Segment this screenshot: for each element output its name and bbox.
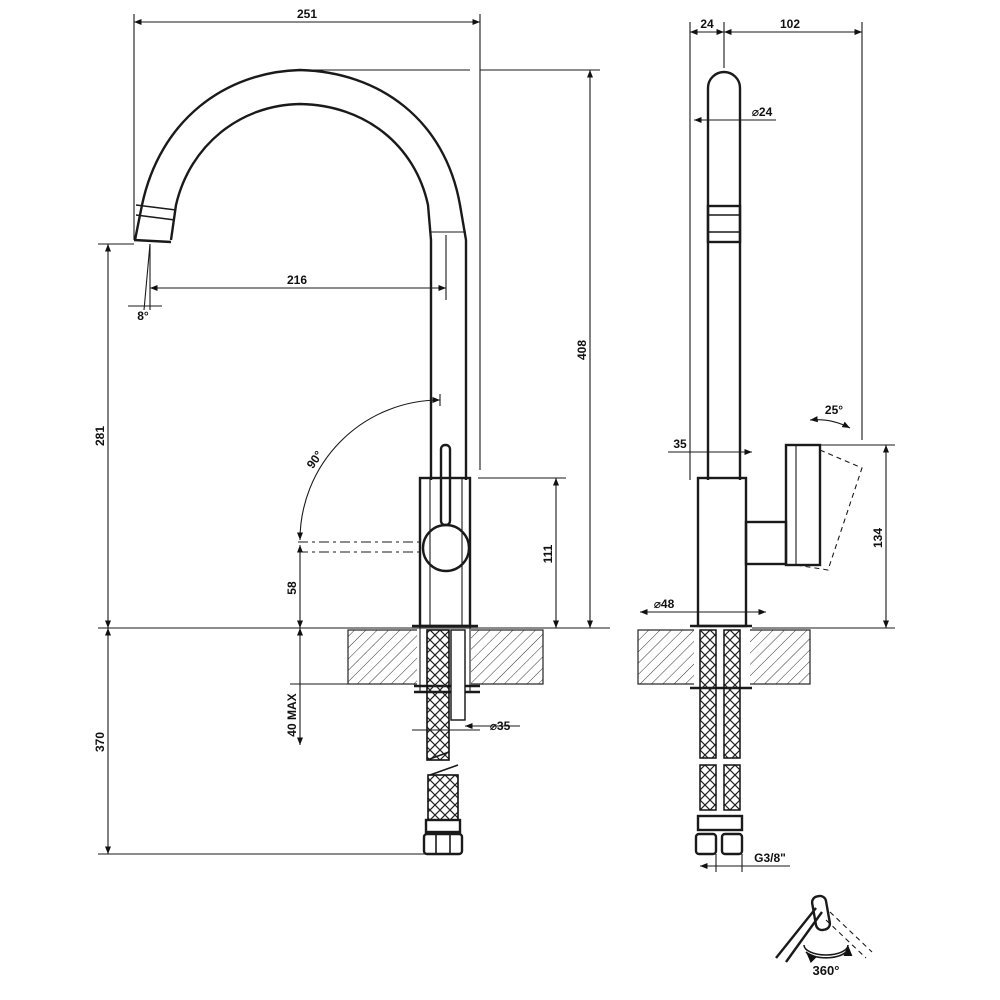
side-lever: [744, 520, 788, 566]
rotation-label: 360°: [813, 963, 840, 978]
dim-deck-thickness: 40 MAX: [285, 693, 299, 736]
side-body: [696, 476, 748, 628]
hose-left: [426, 629, 450, 761]
dim-tube-diameter: ⌀24: [752, 105, 773, 119]
dim-side-body-width: 35: [673, 437, 687, 451]
rotation-symbol: 360°: [775, 894, 873, 978]
dim-body-height: 111: [541, 544, 555, 563]
dim-overall-width: 251: [297, 7, 317, 21]
dim-side-lever-angle: 25°: [825, 403, 843, 417]
hose-right: [450, 629, 466, 721]
lever-knob: [421, 523, 471, 573]
dim-shank-diameter: ⌀35: [490, 719, 511, 733]
dim-connection: G3/8": [754, 851, 786, 865]
dim-lever-height: 58: [285, 581, 299, 595]
dim-under-deck-length: 370: [93, 732, 107, 752]
dim-overall-height: 408: [575, 340, 589, 360]
hose-nut: [424, 818, 462, 834]
front-view: 251 216 8° 90° 281 58 40 MAX 370 111: [93, 7, 610, 856]
dim-outlet-height: 281: [93, 426, 107, 446]
dim-spout-reach: 216: [287, 273, 307, 287]
side-view: 25° 24 102 ⌀24 35 134 ⌀48: [637, 17, 895, 872]
dim-base-diameter: ⌀48: [654, 597, 675, 611]
side-tube: [706, 70, 742, 480]
spout-inner: [169, 102, 433, 480]
dim-spout-offset: 24: [700, 17, 714, 31]
dim-lever-angle: 90°: [304, 448, 326, 471]
dim-side-lever-height: 134: [871, 528, 885, 548]
dim-lever-depth: 102: [780, 17, 800, 31]
dim-spout-angle: 8°: [137, 309, 149, 323]
lever: [439, 443, 452, 527]
